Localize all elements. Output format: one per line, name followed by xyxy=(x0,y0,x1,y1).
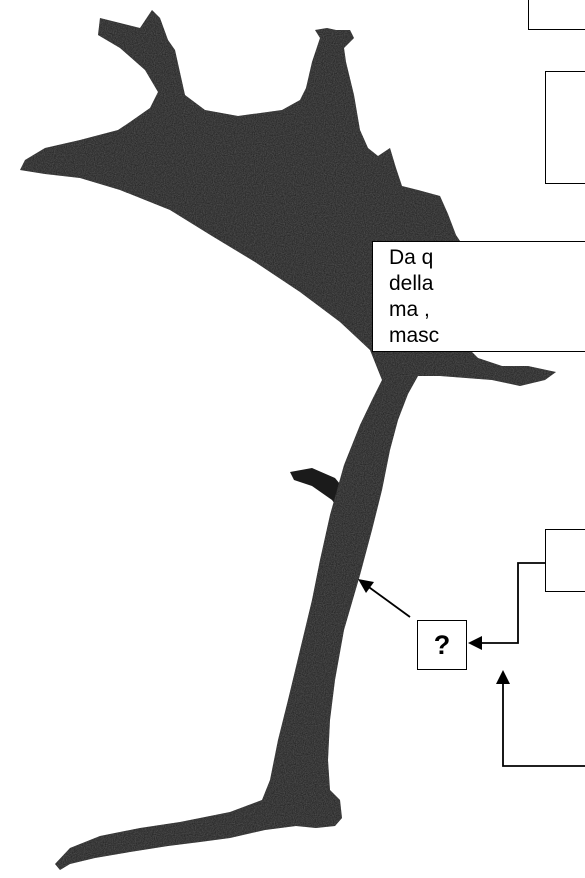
connector-top-right xyxy=(477,563,545,643)
note-box: Da q della ma , masc xyxy=(372,241,585,352)
question-mark-box: ? xyxy=(417,620,467,670)
note-line-3: ma , xyxy=(389,298,430,322)
connectors xyxy=(358,563,585,766)
note-line-2: della xyxy=(389,272,433,296)
note-line-1: Da q xyxy=(389,246,433,270)
arrowhead-right-in xyxy=(468,636,482,650)
label-box-upper xyxy=(545,71,585,184)
antler-texture xyxy=(20,10,556,870)
antler-silhouette xyxy=(20,10,556,870)
label-box-lower xyxy=(545,529,585,592)
arrowhead-to-antler xyxy=(358,579,374,593)
note-line-4: masc xyxy=(389,324,439,348)
arrowhead-up-in xyxy=(496,670,510,684)
connector-bottom xyxy=(503,680,585,766)
arrow-to-antler xyxy=(366,585,410,617)
label-box-top xyxy=(528,0,585,30)
